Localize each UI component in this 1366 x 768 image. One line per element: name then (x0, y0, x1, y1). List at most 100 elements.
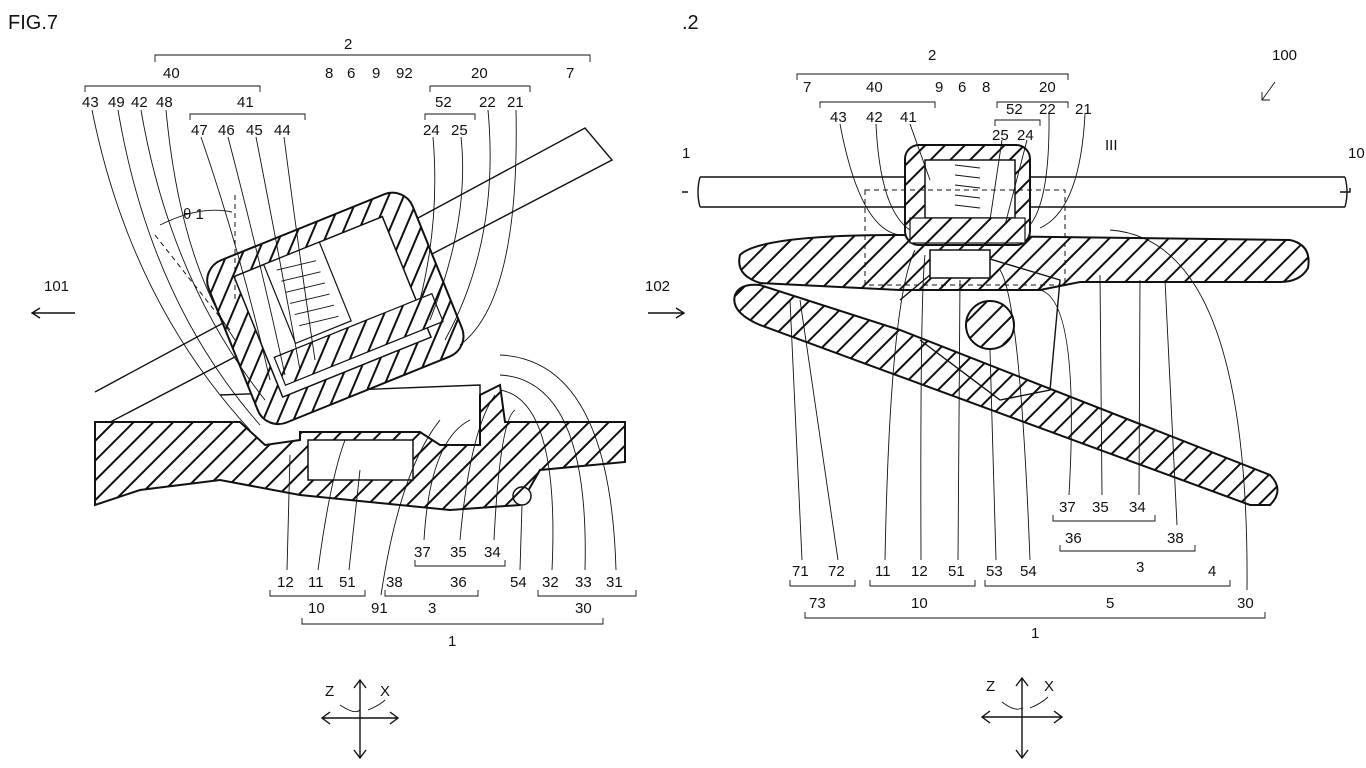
label: 38 (386, 574, 403, 591)
axis-z-label: Z (986, 678, 995, 695)
label: 33 (575, 574, 592, 591)
label: 30 (575, 600, 592, 617)
arrow-left-icon (30, 307, 75, 319)
label: 10 (911, 595, 928, 612)
label: 53 (986, 563, 1003, 580)
brackets-fig2 (789, 73, 1266, 619)
label: 36 (450, 574, 467, 591)
label: 35 (450, 544, 467, 561)
label: 24 (423, 122, 440, 139)
label: 12 (911, 563, 928, 580)
label: 37 (414, 544, 431, 561)
label: 51 (948, 563, 965, 580)
label: 91 (371, 600, 388, 617)
label: 46 (218, 122, 235, 139)
label: 3 (1136, 559, 1144, 576)
leader-lines-fig2 (789, 81, 1276, 591)
label: 49 (108, 94, 125, 111)
label: 72 (828, 563, 845, 580)
label: 45 (246, 122, 263, 139)
label: 38 (1167, 530, 1184, 547)
label: 42 (131, 94, 148, 111)
label: 7 (566, 65, 574, 82)
label: 71 (792, 563, 809, 580)
label: 5 (1106, 595, 1114, 612)
label: 54 (510, 574, 527, 591)
section-marks (682, 188, 1351, 193)
label: 40 (163, 65, 180, 82)
label: 21 (1075, 101, 1092, 118)
label: 34 (484, 544, 501, 561)
label: 41 (237, 94, 254, 111)
label: 9 (372, 65, 380, 82)
label: 25 (992, 127, 1009, 144)
label: 8 (325, 65, 333, 82)
brackets-fig7 (84, 54, 637, 625)
label: 35 (1092, 499, 1109, 516)
label: 92 (396, 65, 413, 82)
label: 9 (935, 79, 943, 96)
label: 12 (277, 574, 294, 591)
direction-label-102: 102 (645, 278, 670, 295)
label: 20 (471, 65, 488, 82)
label: 42 (866, 109, 883, 126)
figure-7-title: FIG.7 (8, 12, 58, 34)
label: 1 (682, 145, 690, 162)
label: 32 (542, 574, 559, 591)
label: 40 (866, 79, 883, 96)
label: 47 (191, 122, 208, 139)
axis-x-label: X (1044, 678, 1054, 695)
axis-z-label: Z (325, 683, 334, 700)
leader-lines-fig7 (91, 109, 617, 596)
label: 37 (1059, 499, 1076, 516)
housing-40 (206, 191, 465, 426)
label: 3 (428, 600, 436, 617)
label: 20 (1039, 79, 1056, 96)
label: 41 (900, 109, 917, 126)
detail-box-III (864, 189, 1066, 286)
label: 7 (803, 79, 811, 96)
label: 1 (448, 633, 456, 650)
label: 25 (451, 122, 468, 139)
direction-label-101: 101 (44, 278, 69, 295)
label: 22 (479, 94, 496, 111)
axis-x-label: X (380, 683, 390, 700)
label: 30 (1237, 595, 1254, 612)
label: 36 (1065, 530, 1082, 547)
arrow-right-icon (648, 307, 686, 319)
label: 21 (507, 94, 524, 111)
figure-2: .2 (682, 12, 1365, 760)
label: 24 (1017, 127, 1034, 144)
label: 54 (1020, 563, 1037, 580)
label: 52 (435, 94, 452, 111)
label: 31 (606, 574, 623, 591)
label: 43 (82, 94, 99, 111)
label: III (1105, 137, 1118, 154)
label: 34 (1129, 499, 1146, 516)
label: 11 (875, 563, 891, 580)
label: 4 (1208, 563, 1216, 580)
label: 8 (982, 79, 990, 96)
label: 51 (339, 574, 356, 591)
label: 2 (344, 36, 352, 53)
base-plate (738, 233, 1310, 291)
lever-4 (733, 283, 1279, 506)
label: 6 (347, 65, 355, 82)
label: 10 (308, 600, 325, 617)
pivot-pin (965, 300, 1015, 350)
housing-40 (904, 144, 1031, 279)
label: 73 (809, 595, 826, 612)
label: 44 (274, 122, 291, 139)
label: 6 (958, 79, 966, 96)
axis-indicator: Z X (320, 678, 400, 760)
label: 100 (1272, 47, 1297, 64)
label: 2 (928, 47, 936, 64)
label: 10 (1348, 145, 1365, 162)
label: 11 (308, 574, 324, 591)
angle-label: θ 1 (183, 206, 204, 223)
label: 22 (1039, 101, 1056, 118)
label: 52 (1006, 101, 1023, 118)
figure-7: FIG.7 (8, 12, 686, 760)
figure-2-title: .2 (682, 12, 699, 34)
